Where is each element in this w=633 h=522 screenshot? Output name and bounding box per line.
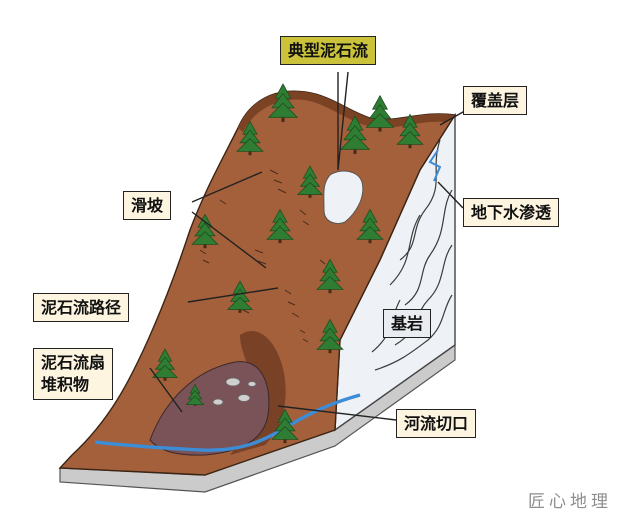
- leader-river-cut: [277, 405, 397, 421]
- bedrock-strata: [371, 139, 453, 371]
- landslide-scar: [323, 170, 364, 224]
- leader-debris-path: [187, 287, 279, 303]
- leader-groundwater: [437, 181, 464, 209]
- label-river-cut: 河流切口: [396, 409, 477, 438]
- pine-tree: [266, 208, 294, 244]
- pine-tree: [316, 258, 344, 294]
- pine-tree: [267, 83, 299, 122]
- pine-tree: [151, 348, 179, 381]
- pine-tree: [339, 115, 371, 154]
- label-landslide: 滑坡: [123, 191, 172, 220]
- leader-debris-fan: [149, 367, 183, 413]
- label-typical-debris-flow: 典型泥石流: [280, 36, 377, 65]
- label-debris-fan: 泥石流扇 堆积物: [33, 348, 114, 400]
- pine-tree: [236, 120, 264, 156]
- pine-tree: [271, 408, 299, 444]
- pine-tree: [185, 383, 205, 406]
- label-groundwater-seepage: 地下水渗透: [463, 198, 560, 227]
- watermark-text: 匠心地理: [528, 492, 612, 512]
- trees: [151, 83, 424, 444]
- label-cover-layer: 覆盖层: [463, 86, 528, 115]
- river: [94, 393, 361, 452]
- cover-layer-rim: [238, 91, 455, 132]
- pine-tree: [365, 94, 395, 132]
- leader-landslide-2: [191, 211, 267, 269]
- pine-tree: [396, 113, 424, 149]
- pine-tree: [226, 280, 254, 313]
- pine-tree: [296, 165, 324, 198]
- fan-boulders: [212, 377, 257, 406]
- leader-typical-debris-flow: [337, 71, 349, 171]
- label-bedrock: 基岩: [383, 309, 432, 338]
- label-debris-fan-line2: 堆积物: [41, 375, 90, 394]
- debris-fan: [149, 361, 270, 456]
- leader-landslide-1: [191, 171, 263, 203]
- pine-tree: [316, 318, 344, 354]
- pine-tree: [356, 208, 384, 244]
- label-debris-flow-path: 泥石流路径: [33, 293, 130, 322]
- groundwater-seepage: [428, 149, 442, 182]
- label-debris-fan-line1: 泥石流扇: [41, 353, 106, 372]
